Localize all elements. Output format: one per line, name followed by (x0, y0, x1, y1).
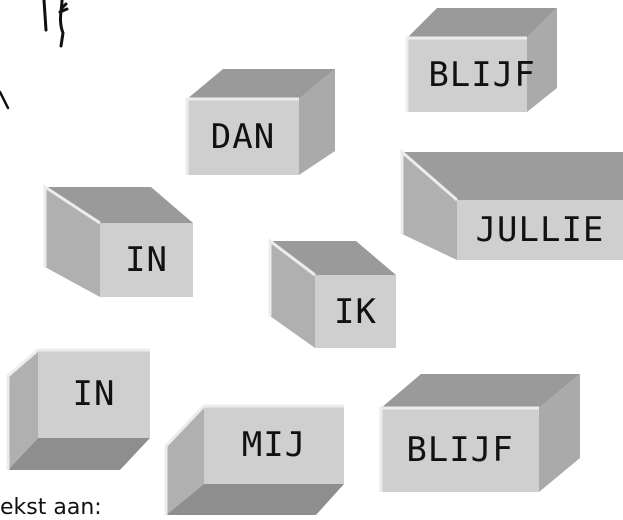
block-label: IN (100, 223, 193, 297)
block-label: IK (315, 275, 396, 348)
word-block-in[interactable]: IN (8, 350, 150, 470)
block-label: JULLIE (457, 200, 623, 260)
block-label: BLIJF (381, 408, 539, 492)
block-label: BLIJF (407, 38, 557, 112)
word-block-dan[interactable]: DAN (187, 69, 335, 175)
block-label: DAN (187, 99, 299, 175)
word-block-mij[interactable]: MIJ (166, 406, 344, 515)
scribble-drawing (0, 0, 130, 130)
word-block-blijf[interactable]: BLIJF (407, 8, 557, 112)
instruction-caption: ekst aan: (0, 497, 102, 519)
block-label: IN (38, 350, 150, 438)
word-block-in[interactable]: IN (45, 187, 193, 297)
word-block-ik[interactable]: IK (270, 241, 396, 348)
block-label: MIJ (204, 406, 344, 484)
word-block-blijf[interactable]: BLIJF (381, 374, 580, 492)
word-block-jullie[interactable]: JULLIE (402, 152, 623, 260)
